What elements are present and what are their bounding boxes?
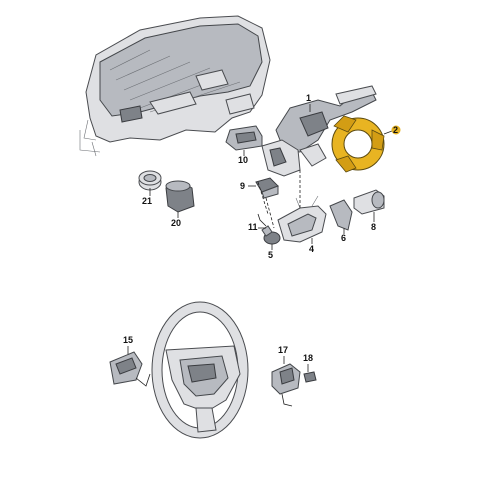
label-18: 18 xyxy=(303,353,313,363)
label-2-highlight xyxy=(391,125,401,135)
steering-wheel xyxy=(151,301,249,439)
part-6-lever xyxy=(329,199,353,231)
label-17: 17 xyxy=(278,345,288,355)
part-21-cap xyxy=(138,170,162,191)
label-5: 5 xyxy=(268,250,273,260)
part-10-bracket xyxy=(225,125,263,151)
label-20: 20 xyxy=(171,218,181,228)
part-18-screw xyxy=(303,371,317,383)
part-17-switch-module xyxy=(271,363,301,407)
clock-spring-highlighted xyxy=(331,115,385,173)
part-8-knob xyxy=(353,189,385,215)
label-2: 2 xyxy=(393,125,398,135)
combination-switch xyxy=(261,85,377,177)
part-5-sensor xyxy=(257,213,281,245)
label-21: 21 xyxy=(142,196,152,206)
label-11: 11 xyxy=(248,222,258,232)
part-20-lock-cylinder xyxy=(165,180,195,213)
label-15: 15 xyxy=(123,335,133,345)
part-number-labels: 1 2 10 21 20 9 11 5 4 6 8 15 17 18 xyxy=(123,93,401,363)
label-8: 8 xyxy=(371,222,376,232)
label-9: 9 xyxy=(240,181,245,191)
part-9-switch xyxy=(255,177,279,199)
label-6: 6 xyxy=(341,233,346,243)
label-10: 10 xyxy=(238,155,248,165)
leader-lines xyxy=(127,104,393,372)
label-1: 1 xyxy=(306,93,311,103)
label-4: 4 xyxy=(309,244,314,254)
dashboard-frame xyxy=(79,15,271,157)
part-4-lock-housing xyxy=(277,195,327,243)
part-15-switch xyxy=(109,351,151,387)
